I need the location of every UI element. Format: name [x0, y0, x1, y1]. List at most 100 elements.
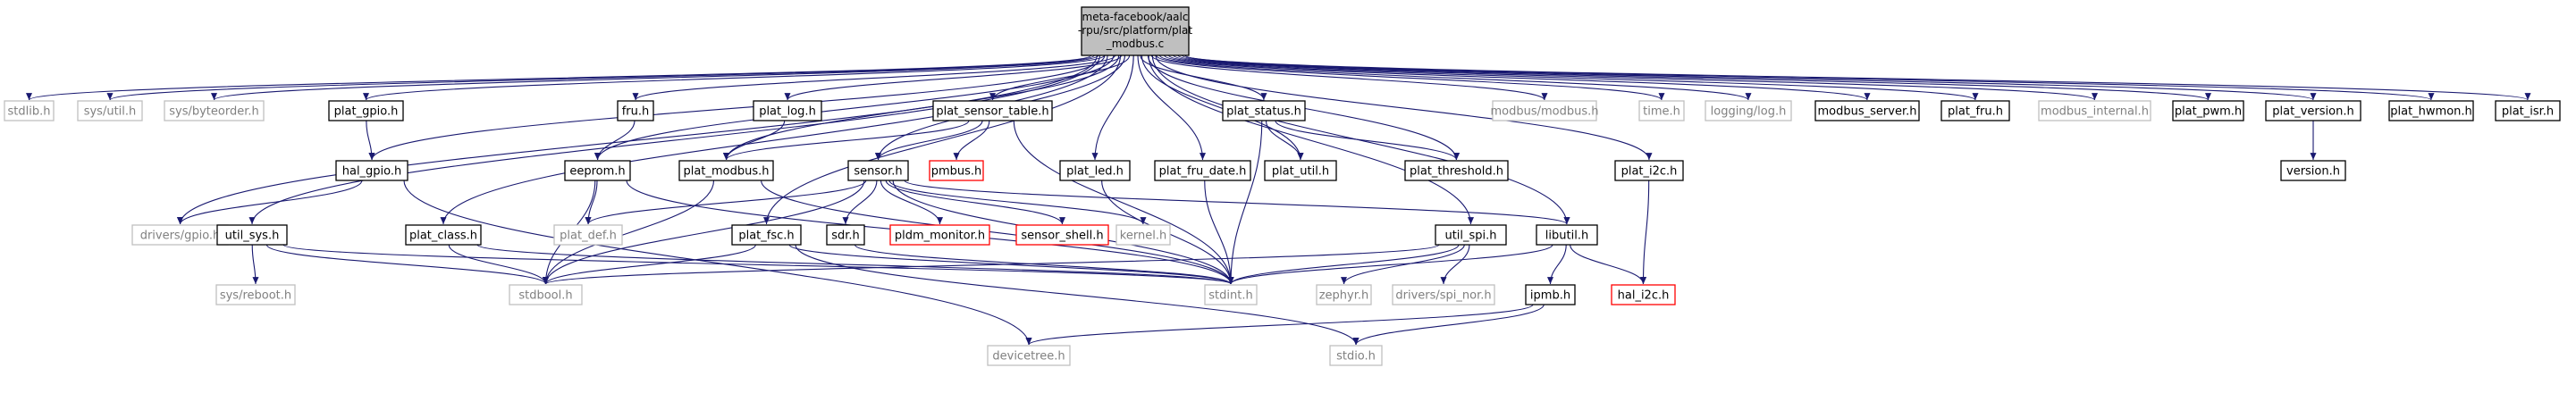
node-util-sys[interactable]: util_sys.h — [216, 224, 288, 246]
node-box — [2280, 160, 2346, 181]
node-label: pmbus.h — [931, 165, 982, 179]
edge-root-to-fru — [632, 54, 1116, 101]
node-libutil[interactable]: libutil.h — [1536, 224, 1598, 246]
node-box — [1264, 160, 1337, 181]
node-modbus[interactable]: modbus/modbus.h — [1490, 100, 1599, 121]
edge-root-to-drivers-gpio — [177, 54, 1098, 225]
edge-plat-gpio-to-hal-gpio — [366, 120, 375, 161]
edge-plat-sensor-table-to-sensor — [875, 120, 983, 161]
node-box — [215, 284, 296, 305]
node-stdlib[interactable]: stdlib.h — [4, 100, 55, 121]
node-plat-i2c[interactable]: plat_i2c.h — [1614, 160, 1684, 181]
edge-root-to-modbus-internal — [1173, 54, 2098, 101]
node-zephyr[interactable]: zephyr.h — [1316, 284, 1372, 305]
node-label: sys/byteorder.h — [169, 105, 259, 119]
edge-plat-modbus-to-stdbool — [543, 180, 715, 285]
node-sys-util[interactable]: sys/util.h — [77, 100, 143, 121]
edge-plat-i2c-to-hal-i2c — [1639, 180, 1650, 285]
edge-util-spi-to-zephyr — [1341, 244, 1465, 285]
node-box — [2038, 100, 2151, 121]
edge-sensor-to-pldm-monitor — [880, 180, 943, 225]
node-label: plat_i2c.h — [1621, 165, 1678, 179]
node-plat-sensor-table[interactable]: plat_sensor_table.h — [932, 100, 1053, 121]
node-plat-modbus[interactable]: plat_modbus.h — [678, 160, 774, 181]
root-node-box — [1081, 6, 1190, 56]
node-plat-led[interactable]: plat_led.h — [1059, 160, 1131, 181]
edge-plat-fsc-to-stdio — [795, 244, 1360, 346]
node-time[interactable]: time.h — [1638, 100, 1685, 121]
edge-sdr-to-stdint — [854, 244, 1234, 285]
node-label: util_spi.h — [1444, 230, 1496, 243]
node-plat-class[interactable]: plat_class.h — [405, 224, 482, 246]
node-box — [1814, 100, 1920, 121]
edge-eeprom-to-plat-def — [585, 180, 598, 225]
node-plat-hwmon[interactable]: plat_hwmon.h — [2388, 100, 2474, 121]
node-modbus-internal[interactable]: modbus_internal.h — [2038, 100, 2151, 121]
node-plat-fru[interactable]: plat_fru.h — [1940, 100, 2010, 121]
edge-root-to-plat-i2c — [1155, 54, 1653, 161]
node-sys-reboot[interactable]: sys/reboot.h — [215, 284, 296, 305]
node-plat-gpio[interactable]: plat_gpio.h — [328, 100, 404, 121]
node-sensor-shell[interactable]: sensor_shell.h — [1015, 224, 1109, 246]
node-stdio[interactable]: stdio.h — [1329, 345, 1383, 366]
node-drivers-gpio[interactable]: drivers/gpio.h — [131, 224, 229, 246]
edge-plat-class-to-stdint — [476, 244, 1234, 285]
node-plat-fsc[interactable]: plat_fsc.h — [731, 224, 802, 246]
node-label: sys/util.h — [84, 105, 137, 119]
edge-root-to-sys-byteorder — [211, 54, 1099, 101]
node-plat-def[interactable]: plat_def.h — [553, 224, 623, 246]
node-version[interactable]: version.h — [2280, 160, 2346, 181]
node-label: plat_fsc.h — [738, 230, 794, 243]
node-plat-threshold[interactable]: plat_threshold.h — [1404, 160, 1509, 181]
edge-hal-gpio-to-devicetree — [403, 180, 1032, 346]
node-hal-gpio[interactable]: hal_gpio.h — [335, 160, 408, 181]
node-kernel[interactable]: kernel.h — [1115, 224, 1171, 246]
node-modbus-server[interactable]: modbus_server.h — [1814, 100, 1920, 121]
edge-root-to-plat-gpio — [363, 54, 1106, 101]
node-plat-pwm[interactable]: plat_pwm.h — [2172, 100, 2244, 121]
node-box — [1536, 224, 1598, 246]
node-ipmb[interactable]: ipmb.h — [1525, 284, 1576, 305]
node-stdint[interactable]: stdint.h — [1204, 284, 1258, 305]
node-box — [1316, 284, 1372, 305]
edge-ipmb-to-stdio — [1352, 304, 1545, 346]
node-sys-byteorder[interactable]: sys/byteorder.h — [164, 100, 265, 121]
node-label: hal_i2c.h — [1618, 289, 1670, 303]
node-hal-i2c[interactable]: hal_i2c.h — [1611, 284, 1676, 305]
node-plat-fru-date[interactable]: plat_fru_date.h — [1154, 160, 1251, 181]
edge-plat-fru-date-to-stdint — [1204, 180, 1234, 285]
node-label: plat_version.h — [2272, 105, 2353, 119]
node-drivers-spi-nor[interactable]: drivers/spi_nor.h — [1392, 284, 1495, 305]
node-devicetree[interactable]: devicetree.h — [987, 345, 1071, 366]
node-box — [1392, 284, 1495, 305]
root-label-line-1: meta-facebook/aalc — [1082, 11, 1189, 23]
node-pldm-monitor[interactable]: pldm_monitor.h — [889, 224, 990, 246]
node-util-spi[interactable]: util_spi.h — [1435, 224, 1507, 246]
node-box — [553, 224, 623, 246]
edge-root-to-plat-fru — [1168, 54, 1979, 101]
node-box — [826, 224, 865, 246]
node-box — [1525, 284, 1576, 305]
node-label: plat_util.h — [1272, 165, 1329, 179]
node-pmbus[interactable]: pmbus.h — [929, 160, 984, 181]
node-box — [1638, 100, 1685, 121]
node-box — [1435, 224, 1507, 246]
node-box — [1940, 100, 2010, 121]
node-plat-util[interactable]: plat_util.h — [1264, 160, 1337, 181]
node-plat-log[interactable]: plat_log.h — [753, 100, 822, 121]
node-fru[interactable]: fru.h — [617, 100, 654, 121]
node-plat-version[interactable]: plat_version.h — [2265, 100, 2361, 121]
node-logging[interactable]: logging/log.h — [1705, 100, 1792, 121]
edges-layer — [26, 54, 2530, 346]
node-sdr[interactable]: sdr.h — [826, 224, 865, 246]
node-plat-isr[interactable]: plat_isr.h — [2495, 100, 2561, 121]
node-stdbool[interactable]: stdbool.h — [509, 284, 583, 305]
node-box — [1492, 100, 1597, 121]
node-plat-status[interactable]: plat_status.h — [1222, 100, 1306, 121]
node-label: plat_fru_date.h — [1159, 165, 1247, 179]
root-file-node[interactable]: meta-facebook/aalc -rpu/src/platform/pla… — [1078, 6, 1192, 56]
node-eeprom[interactable]: eeprom.h — [564, 160, 631, 181]
node-sensor[interactable]: sensor.h — [847, 160, 909, 181]
root-label-line-3: _modbus.c — [1106, 38, 1165, 50]
